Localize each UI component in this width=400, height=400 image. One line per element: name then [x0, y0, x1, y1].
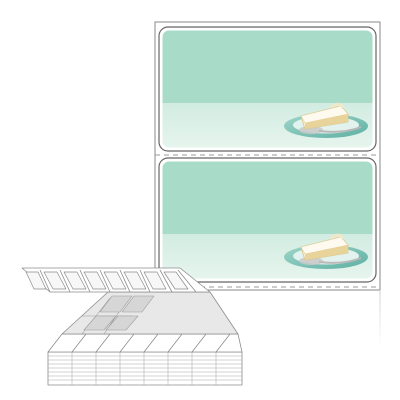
fanfold-top-strip: [21, 267, 211, 293]
fanfold-middle-cells: [83, 295, 155, 331]
fanfold-stack: [21, 267, 243, 386]
fanfold-stack-layers: [47, 351, 243, 386]
cheesecake-plate-icon: [284, 102, 368, 138]
cheesecake-plate-icon: [284, 233, 368, 269]
fanfold-stack-top: [47, 333, 243, 353]
fanfold-top-cells: [25, 271, 189, 290]
label-1: [158, 26, 377, 152]
label-2: [158, 157, 377, 283]
